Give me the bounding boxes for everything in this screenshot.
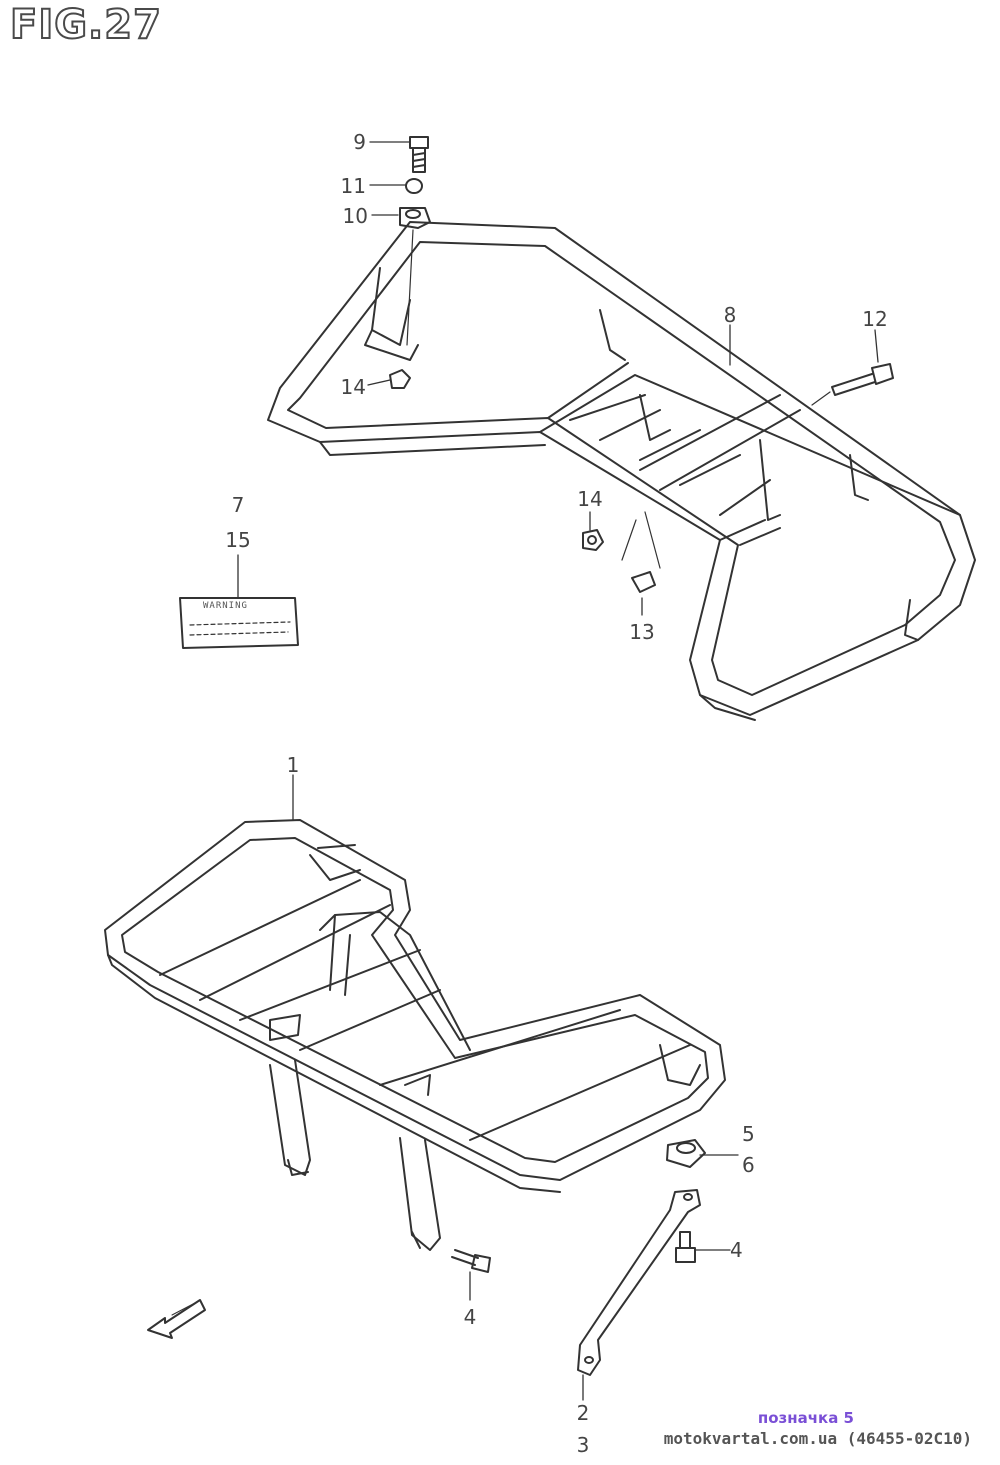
rear-carrier-part-8 (267, 221, 976, 721)
grommet-part-5-6 (666, 1139, 706, 1168)
callout-13: 13 (629, 620, 655, 644)
callout-3: 3 (576, 1433, 590, 1457)
footer-mark: позначка 5 (757, 1409, 854, 1427)
callout-7: 7 (231, 493, 245, 517)
bolt-part-12 (811, 363, 894, 406)
bolt-part-4-left (451, 1249, 491, 1273)
callout-9: 9 (353, 130, 366, 154)
washer-part-11 (405, 178, 423, 194)
callout-15: 15 (225, 528, 251, 552)
callout-4-left: 4 (463, 1305, 477, 1329)
callout-6: 6 (742, 1153, 755, 1177)
warning-label-part-7-15 (179, 597, 299, 649)
callout-10: 10 (342, 204, 368, 228)
leader-lines (237, 141, 879, 1401)
leader-line (406, 229, 414, 346)
callout-14-upper: 14 (340, 375, 366, 399)
callout-14-lower: 14 (577, 487, 603, 511)
front-carrier-part-1 (104, 819, 726, 1251)
callout-4-right: 4 (730, 1238, 743, 1262)
callout-11: 11 (340, 174, 366, 198)
front-direction-arrow-icon (147, 1299, 206, 1339)
bolt-part-4-right (675, 1231, 696, 1263)
grommet-part-10 (399, 207, 431, 229)
nut-part-14-upper (389, 369, 411, 389)
stay-part-2-3 (577, 1189, 701, 1376)
callout-12: 12 (862, 307, 888, 331)
callout-8: 8 (723, 303, 737, 327)
bolt-part-9 (409, 136, 429, 173)
warning-label-text: WARNING (203, 601, 248, 611)
footer-source: motokvartal.com.ua (46455-02C10) (663, 1429, 972, 1448)
callout-1: 1 (286, 753, 300, 777)
figure-title: FIG.27 (9, 1, 162, 49)
callout-5: 5 (742, 1122, 755, 1146)
callout-2: 2 (576, 1401, 590, 1425)
collar-part-13 (621, 511, 661, 593)
nut-part-14-lower (582, 529, 604, 551)
